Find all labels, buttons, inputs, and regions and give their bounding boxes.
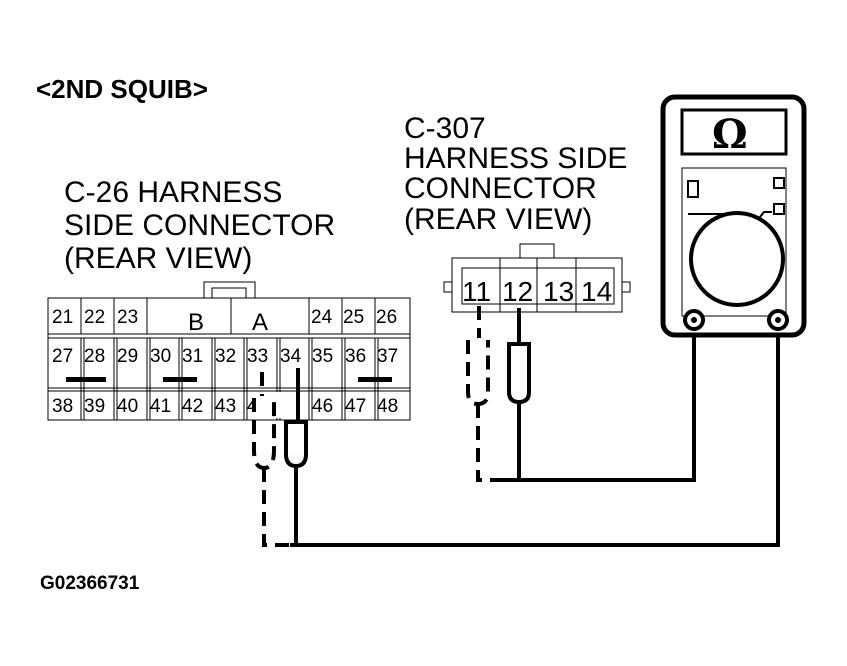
ohmmeter-panel (681, 167, 787, 317)
c26-pin-42: 42 (182, 396, 203, 417)
c26-pin-40: 40 (117, 396, 138, 417)
c26-pin-21: 21 (52, 307, 73, 328)
ohmmeter-switch-icon (687, 180, 699, 198)
c26-pin-27: 27 (52, 346, 73, 367)
c26-pin-48: 48 (377, 396, 398, 417)
c26-label: C-26 HARNESS SIDE CONNECTOR (REAR VIEW) (64, 176, 335, 275)
c26-probe-solid (284, 368, 308, 545)
c26-pin-38: 38 (52, 396, 73, 417)
c26-latch (203, 281, 256, 298)
c307-side-tab-right (621, 281, 631, 293)
c26-terminal-b: B (188, 309, 204, 336)
c26-terminal-a: A (252, 309, 268, 336)
c26-probe-dashed (252, 372, 290, 547)
c26-pin-24: 24 (311, 307, 333, 328)
c307-label-line-4: (REAR VIEW) (404, 203, 592, 236)
c26-pin-33: 33 (247, 346, 268, 367)
ohmmeter-button-1 (773, 177, 785, 189)
ohmmeter-dial (689, 211, 785, 307)
ohmmeter-display (680, 108, 788, 156)
c26-pin-36: 36 (345, 346, 366, 367)
c26-pin-31: 31 (182, 346, 203, 367)
c307-pin-14: 14 (581, 276, 612, 307)
c26-pin-32: 32 (215, 346, 236, 367)
c307-probe-solid (507, 308, 531, 480)
c26-key-bar-1 (66, 377, 106, 382)
wire-to-meter-right (290, 322, 780, 547)
c307-label-line-3: CONNECTOR (404, 172, 597, 205)
c26-latch-inner (211, 287, 247, 299)
c26-pin-30: 30 (150, 346, 171, 367)
ohm-symbol: Ω (712, 111, 748, 158)
c26-key-bar-3 (358, 377, 392, 382)
c26-pin-25: 25 (343, 307, 364, 328)
c26-pin-26: 26 (376, 307, 397, 328)
c307-pin-13: 13 (543, 276, 574, 307)
c26-connector: 21 22 23 B A 24 25 26 27 28 29 30 31 32 … (47, 281, 411, 421)
c26-pin-28: 28 (84, 346, 105, 367)
c26-pin-37: 37 (377, 346, 398, 367)
c307-label: C-307 HARNESS SIDE CONNECTOR (REAR VIEW) (404, 112, 627, 236)
c307-latch (519, 243, 555, 259)
c307-frame-inner (461, 267, 615, 305)
wire-to-meter-left (492, 322, 696, 482)
c307-connector: 11 12 13 14 (443, 243, 631, 313)
c26-probe-mask (254, 392, 304, 418)
c307-label-line-2: HARNESS SIDE (404, 142, 627, 175)
c26-label-line-2: SIDE CONNECTOR (64, 209, 335, 242)
c26-frame (47, 297, 411, 421)
c307-pin-11: 11 (462, 276, 491, 307)
c26-label-line-1: C-26 HARNESS (64, 176, 282, 209)
c26-pin-22: 22 (84, 307, 105, 328)
c26-pin-47: 47 (345, 396, 366, 417)
c26-pin-35: 35 (312, 346, 333, 367)
ohmmeter: Ω (660, 94, 807, 338)
c26-pin-34: 34 (280, 346, 302, 367)
c26-pin-46: 46 (312, 396, 333, 417)
c26-key-bar-2 (163, 377, 197, 382)
c26-pin-39: 39 (84, 396, 105, 417)
c26-pin-41: 41 (150, 396, 171, 417)
c26-pin-29: 29 (117, 346, 138, 367)
ohmmeter-button-2 (773, 203, 785, 215)
diagram-title: <2ND SQUIB> (36, 74, 208, 104)
c307-side-tab-left (443, 281, 453, 293)
figure-code: G02366731 (40, 573, 140, 594)
c26-label-line-3: (REAR VIEW) (64, 242, 252, 275)
c26-pin-23: 23 (117, 307, 138, 328)
c307-probe-dashed (466, 306, 492, 482)
c307-label-line-1: C-307 (404, 112, 486, 145)
c26-pin-43: 43 (215, 396, 236, 417)
c307-pin-12: 12 (502, 276, 533, 307)
